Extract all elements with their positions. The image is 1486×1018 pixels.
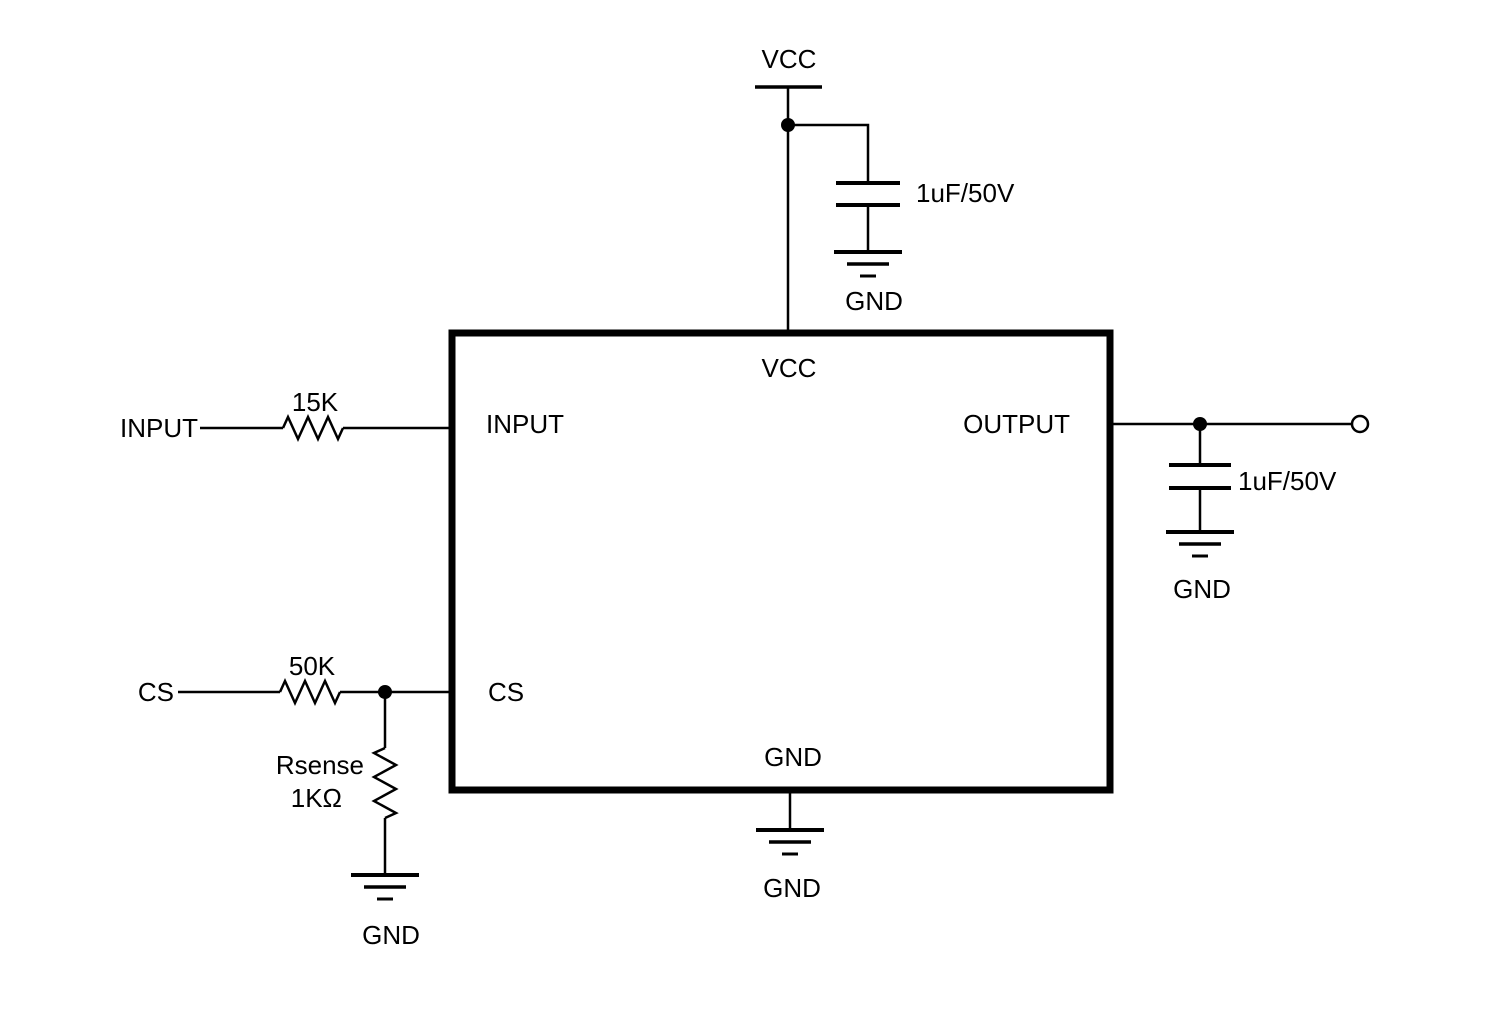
ic-block: VCC INPUT OUTPUT CS GND [448,329,1114,794]
output-terminal [1350,414,1370,434]
ground-symbol [351,873,419,901]
resistor-50k [278,677,342,707]
ground-symbol [834,250,902,278]
resistor-sense [371,746,399,820]
input-terminal-label: INPUT [120,413,198,443]
output-gnd-label: GND [1173,574,1231,604]
output-capacitor-value-label: 1uF/50V [1238,466,1337,496]
cs-branch: CS 50K Rsense 1KΩ GND [138,651,452,950]
output-branch: 1uF/50V GND [1110,414,1370,604]
resistor-15k-label: 15K [292,387,339,417]
ic-pin-vcc-label: VCC [762,353,817,383]
ic-pin-output-label: OUTPUT [963,409,1070,439]
ic-pin-cs-label: CS [488,677,524,707]
vcc-cap-wire [788,123,870,183]
vcc-rail: VCC [755,44,822,333]
resistor-sense-name-label: Rsense [276,750,364,780]
ground-symbol [1166,530,1234,558]
ic-outline [448,329,1114,794]
ic-pin-gnd-label: GND [764,742,822,772]
cs-terminal-label: CS [138,677,174,707]
input-branch: INPUT 15K [120,387,452,443]
vcc-capacitor-value-label: 1uF/50V [916,178,1015,208]
ground-symbol [756,828,824,856]
ic-ground-branch: GND [756,790,824,903]
ic-gnd-label: GND [763,873,821,903]
vcc-bypass-branch: 1uF/50V GND [788,123,1015,316]
vcc-rail-label: VCC [762,44,817,74]
ic-pin-input-label: INPUT [486,409,564,439]
resistor-50k-label: 50K [289,651,336,681]
resistor-sense-value-label: 1KΩ [291,783,342,813]
sense-gnd-label: GND [362,920,420,950]
resistor-15k [281,413,345,443]
vcc-cap-gnd-label: GND [845,286,903,316]
